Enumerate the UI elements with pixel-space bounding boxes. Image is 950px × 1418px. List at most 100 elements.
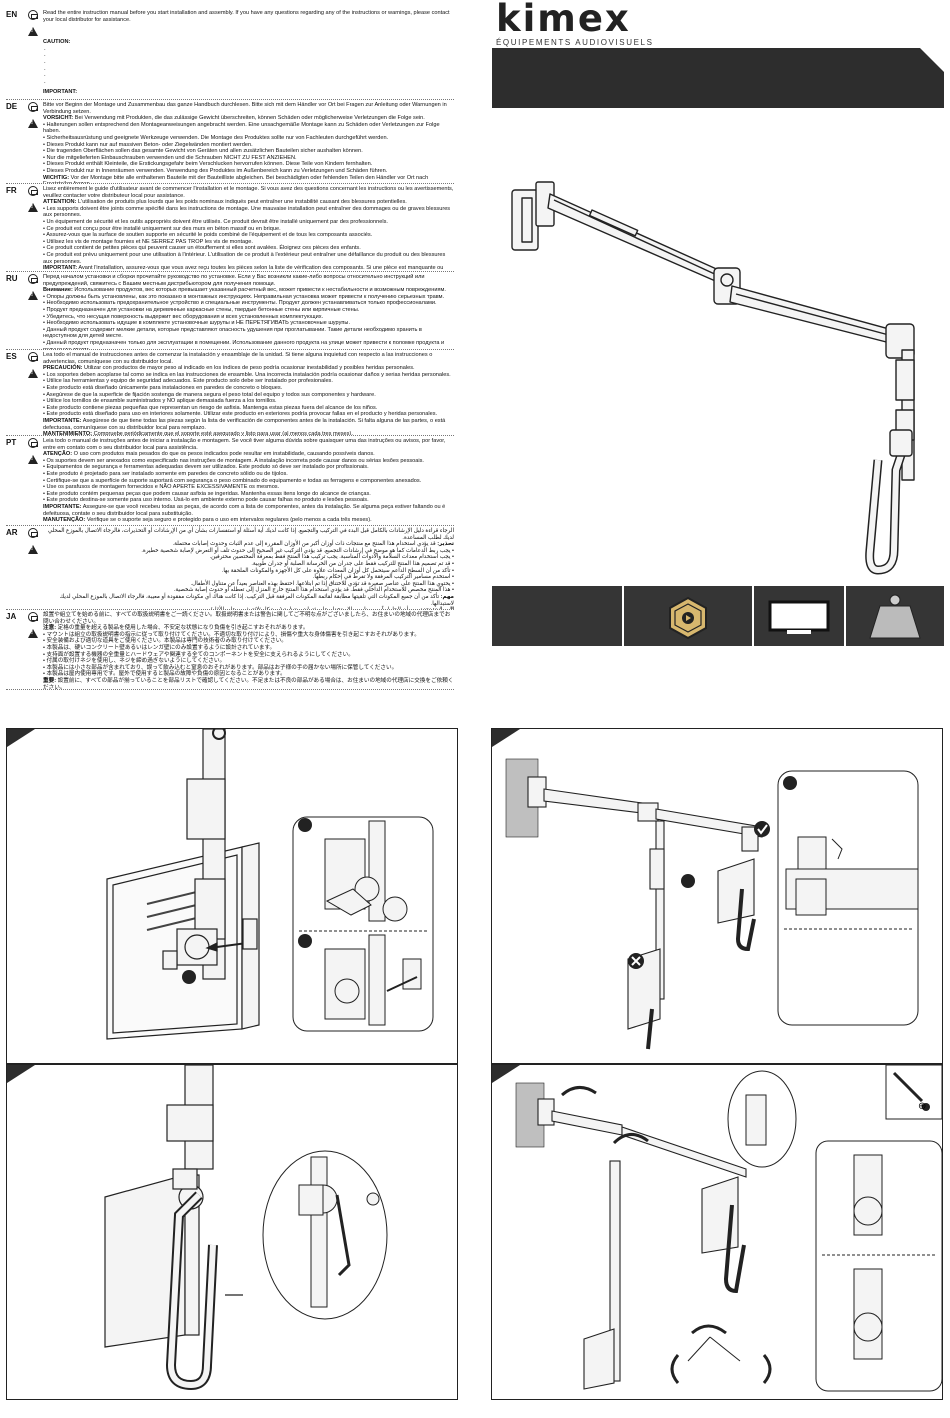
- bullet-item: • يجب استخدام معدات السلامة والأدوات الم…: [209, 554, 454, 561]
- caution-label: CAUTION:: [43, 39, 71, 46]
- intro-text: Lisez entièrement le guide d'utilisateur…: [43, 186, 454, 199]
- bullet-item: • Ce produit est prévu uniquement pour u…: [43, 251, 446, 265]
- bullet-item: • تأكد من أن السطح الداعم سيتحمل كل أوزا…: [221, 567, 454, 574]
- bullet-item: • Dieses Produkt enthält Kleinteile, die…: [43, 161, 373, 168]
- caution-text: Использование продуктов, вес которых пре…: [74, 287, 446, 294]
- bullet-item: • Dieses Produkt kann nur auf massiven B…: [43, 141, 253, 148]
- warning-icon: [28, 455, 38, 464]
- instruction-text: 設置や組立てを始める前に、すべての取扱説明書をご一読ください。取扱説明書または警…: [43, 612, 454, 689]
- important-line: 重要: 設置前に、すべての部品が揃っていることを部品リストで確認してください。不…: [43, 678, 454, 689]
- detail-oval: [727, 1070, 797, 1168]
- svg-text:⊕: ⊕: [918, 1101, 926, 1112]
- bullet-item: • Equipamentos de segurança e ferramenta…: [43, 464, 369, 471]
- bullet-item: • Este producto está diseñado únicamente…: [43, 384, 283, 391]
- bullet-item: • Assurez-vous que la surface de soutien…: [43, 232, 373, 239]
- instruction-text: Bitte vor Beginn der Montage und Zusamme…: [43, 102, 454, 183]
- bullet-item: • 本製品は屋内使用専用です。屋外で使用すると製品の故障や負傷の原因となることが…: [43, 671, 286, 678]
- bullet-item: .: [44, 45, 46, 52]
- bullet-item: • يجب ربط الدعامات كما هو موضح في إرشادا…: [141, 547, 454, 554]
- important-label: IMPORTANT:: [43, 89, 78, 96]
- lang-block-es: ESLea todo el manual de instrucciones an…: [6, 350, 454, 436]
- lang-block-pt: PTLeia todo o manual de instruções antes…: [6, 436, 454, 526]
- manual-icon: [28, 102, 38, 112]
- maintenance-label: MANTENIMIENTO:: [43, 431, 92, 436]
- bullet-item: • Los soportes deben acoplarse tal como …: [43, 371, 451, 378]
- language-code: JA: [6, 612, 17, 621]
- important-text: Assegure-se que você recebeu todas as pe…: [43, 503, 446, 517]
- bullet-item: • Utilisez les vis de montage fournies e…: [43, 238, 253, 245]
- maintenance-text: Verifique se o suporte seja seguro e pro…: [86, 517, 372, 524]
- notice-icons: [28, 186, 40, 212]
- bullet-item: • Este produto destina-se somente para u…: [43, 497, 369, 504]
- notice-icons: [28, 102, 40, 128]
- logo-wordmark: kimex: [496, 0, 631, 40]
- instruction-text: Перед началом установки и сборки прочита…: [43, 274, 454, 349]
- bullet-item: • Halterungen sollen entsprechend den Mo…: [43, 121, 440, 135]
- bullet-item: .: [44, 58, 46, 65]
- detail-box: [815, 1140, 942, 1392]
- notice-icons: [28, 528, 40, 554]
- important-line: IMPORTANTE: Asegúrese de que tiene todas…: [43, 418, 454, 431]
- caution-label: ATENÇÃO:: [43, 451, 73, 458]
- lang-block-ar: ARالرجاء قراءة دليل الإرشادات بالكامل قب…: [6, 526, 454, 610]
- important-label: IMPORTANT:: [43, 265, 78, 272]
- intro-text: Bitte vor Beginn der Montage und Zusamme…: [43, 102, 447, 115]
- bullet-item: .: [44, 78, 46, 85]
- intro-text: الرجاء قراءة دليل الإرشادات بالكامل قبل …: [47, 528, 454, 541]
- bullet-item: .: [44, 65, 46, 72]
- caution-text: O uso com produtos mais pesados do que o…: [73, 451, 375, 458]
- warning-icon: [28, 27, 38, 36]
- important-label: WICHTIG:: [43, 174, 70, 181]
- caution-line: VORSICHT: Bei Verwendung mit Produkten, …: [43, 115, 454, 122]
- lang-block-fr: FR Lisez entièrement le guide d'utilisate…: [6, 184, 454, 272]
- bullet-item: • Este producto contiene piezas pequeñas…: [43, 404, 378, 411]
- manual-icon: [28, 528, 38, 538]
- manual-icon: [28, 612, 38, 622]
- bullet-item: • Ce produit est conçu pour être install…: [43, 225, 281, 232]
- rotate-arrow-icon: [561, 1086, 772, 1384]
- intro-text: 設置や組立てを始める前に、すべての取扱説明書をご一読ください。取扱説明書または警…: [43, 612, 451, 625]
- bullet-item: • Dieses Produkt nur in Innenräumen verw…: [43, 167, 388, 174]
- notice-icons: [28, 352, 40, 378]
- notice-icons: [28, 438, 40, 464]
- bullet-item: • Продукт предназначен для установки на …: [43, 306, 360, 313]
- maintenance-line: الصيانة: تحقق من أن الحامل آمن ومناسب لل…: [43, 607, 454, 609]
- warning-icon: [28, 119, 38, 128]
- product-illustration: [511, 181, 915, 575]
- instruction-text-column: ENRead the entire instruction manual bef…: [6, 8, 454, 708]
- important-line: مهم: تأكد من أن جميع المكونات التي تلقيت…: [43, 594, 454, 607]
- weight-icon: [846, 586, 944, 646]
- bullet-item: • يحتوي هذا المنتج على عناصر صغيرة قد تؤ…: [190, 580, 454, 587]
- callout-1: [681, 874, 695, 888]
- instruction-text: Lea todo el manual de instrucciones ante…: [43, 352, 454, 436]
- caution-line: Внимание: Использование продуктов, вес к…: [43, 287, 454, 294]
- language-code: FR: [6, 186, 17, 195]
- step-panel-1: [6, 728, 458, 1064]
- spec-icon-strip: [492, 586, 944, 646]
- bullet-item: • قد تم تصميم هذا المنتج للتركيب فقط على…: [251, 560, 454, 567]
- notice-icons: [28, 612, 40, 638]
- manual-icon: [28, 352, 38, 362]
- warning-icon: [28, 203, 38, 212]
- callout-1: [182, 970, 196, 984]
- bullet-item: • هذا المنتج مخصص للاستخدام الداخلي فقط.…: [173, 587, 454, 594]
- manual-icon: [28, 274, 38, 284]
- bullet-item: • Ce produit contient de petites pièces …: [43, 245, 361, 252]
- bullet-item: • Необходимо использовать предохранитель…: [43, 300, 437, 307]
- bullet-item: • Необходимо использовать идущие в компл…: [43, 320, 350, 327]
- bullet-item: • Die tragenden Oberflächen sollen das g…: [43, 148, 363, 155]
- caution-line: 注意: 定格の重量を超える製品を使用した場合、不安定な状態になり負傷を引き起こす…: [43, 625, 454, 632]
- important-text: Vor der Montage bitte alle enthaltenen B…: [43, 174, 429, 183]
- important-text: Avant l'installation, assurez-vous que v…: [78, 265, 444, 272]
- caution-text: L'utilisation de produits plus lourds qu…: [78, 199, 407, 206]
- instruction-text: Lisez entièrement le guide d'utilisateur…: [43, 186, 454, 272]
- maintenance-text: تحقق من أن الحامل آمن ومناسب للاستخدام ع…: [209, 607, 431, 609]
- bullet-item: • Este produto contém pequenas peças que…: [43, 490, 371, 497]
- instruction-text: Leia todo o manual de instruções antes d…: [43, 438, 454, 524]
- maintenance-text: Compruebe periódicamente que el soporte …: [93, 431, 353, 436]
- notice-icons: [28, 10, 40, 36]
- caution-line: PRECAUCIÓN: Utilizar con productos de ma…: [43, 365, 454, 372]
- lang-block-ja: JA 設置や組立てを始める前に、すべての取扱説明書をご一読ください。取扱説明書また…: [6, 610, 454, 690]
- important-line: IMPORTANTE: Assegure-se que você recebeu…: [43, 504, 454, 517]
- bullet-item: • Utilice los tornillos de ensamble sumi…: [43, 398, 277, 405]
